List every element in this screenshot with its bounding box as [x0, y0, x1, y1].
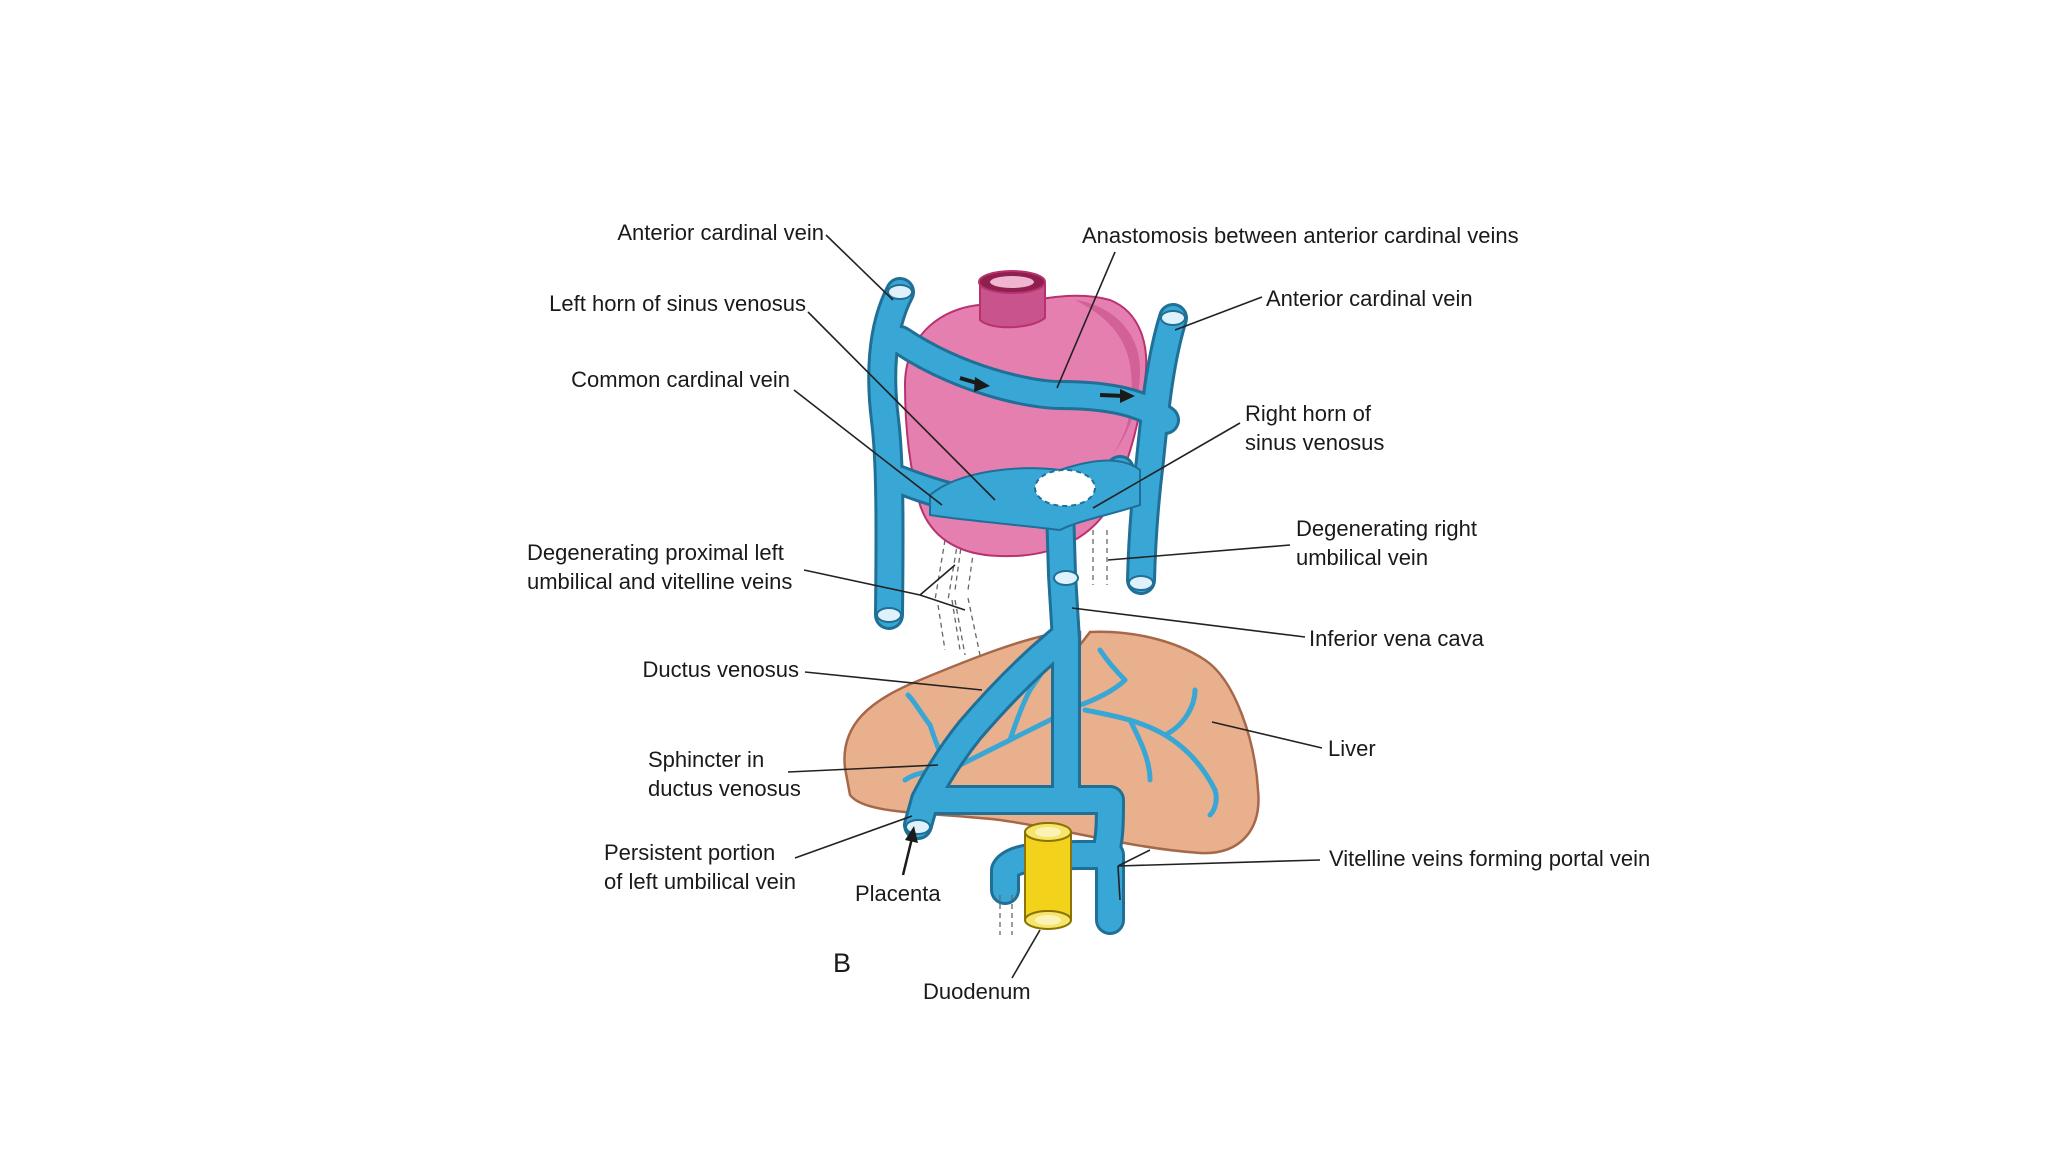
label-sphincter-line2: ductus venosus [648, 776, 801, 801]
panel-letter: B [833, 948, 851, 978]
duodenum [999, 822, 1072, 935]
label-sphincter-line1: Sphincter in [648, 747, 764, 772]
label-right-horn-line2: sinus venosus [1245, 430, 1384, 455]
label-anterior-cardinal-right: Anterior cardinal vein [1266, 286, 1473, 311]
label-duodenum: Duodenum [923, 979, 1031, 1004]
liver-branches [902, 647, 1219, 818]
label-degenerating-left-line2: umbilical and vitelline veins [527, 569, 792, 594]
label-degenerating-left-line1: Degenerating proximal left [527, 540, 784, 565]
label-liver: Liver [1328, 736, 1376, 761]
labels: Anterior cardinal vein Left horn of sinu… [527, 220, 1650, 1004]
label-anterior-cardinal-left: Anterior cardinal vein [617, 220, 824, 245]
label-common-cardinal: Common cardinal vein [571, 367, 790, 392]
degenerating-left-vessels [934, 530, 1108, 656]
label-vitelline-portal: Vitelline veins forming portal vein [1329, 846, 1650, 871]
label-anastomosis: Anastomosis between anterior cardinal ve… [1082, 223, 1519, 248]
label-left-horn: Left horn of sinus venosus [549, 291, 806, 316]
label-ductus-venosus: Ductus venosus [642, 657, 799, 682]
label-ivc: Inferior vena cava [1309, 626, 1485, 651]
label-placenta: Placenta [855, 881, 941, 906]
label-degenerating-right-line1: Degenerating right [1296, 516, 1477, 541]
leader-lines [787, 234, 1323, 979]
label-right-horn-line1: Right horn of [1245, 401, 1372, 426]
placenta-arrow [901, 837, 914, 876]
label-degenerating-right-line2: umbilical vein [1296, 545, 1428, 570]
label-persistent-line2: of left umbilical vein [604, 869, 796, 894]
label-persistent-line1: Persistent portion [604, 840, 775, 865]
vein-network [867, 277, 1188, 935]
